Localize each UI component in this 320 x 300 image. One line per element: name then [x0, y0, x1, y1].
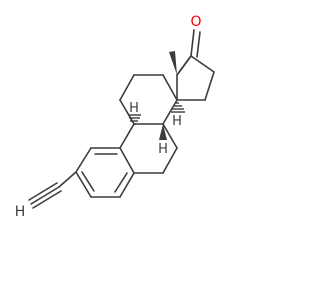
bond-ring-d-2 [204, 71, 215, 101]
ketone-oxygen-label: O [190, 14, 201, 30]
bond-ring-c-5 [162, 99, 178, 125]
bond-alkyne-3 [32, 190, 62, 209]
bond-ring-c-4 [162, 74, 178, 101]
hash-c9 [128, 114, 141, 125]
hash-c14 [171, 102, 185, 113]
bond-alkyne-2 [28, 182, 58, 201]
terminal-hydrogen-label: H [15, 204, 26, 220]
bond-ring-b-4 [162, 147, 178, 174]
bond-group [28, 29, 215, 209]
stereo-hydrogen-c14-label: H [172, 114, 182, 129]
methyl-wedge [169, 51, 177, 75]
bond-ring-a-double-3 [81, 171, 95, 192]
bond-ethynyl-link [58, 171, 77, 188]
bond-ring-a-6 [75, 147, 92, 173]
bond-ring-a-double-2 [114, 172, 128, 193]
bond-alkyne-1 [30, 186, 60, 205]
stereo-hydrogen-c9-label: H [129, 101, 139, 116]
bond-ring-a-5 [75, 171, 92, 198]
bond-ring-b-1 [119, 123, 135, 149]
molecule-structure-drawing: H O H H H [15, 14, 215, 220]
bond-ring-d-6 [176, 55, 192, 76]
bond-ring-c-1 [119, 99, 135, 125]
bond-ring-a-3 [119, 172, 135, 198]
bond-ring-a-2 [119, 147, 135, 174]
bond-ring-b-3 [162, 123, 178, 149]
bond-ring-c-2 [119, 74, 135, 101]
stereo-hydrogen-c8-label: H [158, 142, 168, 157]
bond-ring-d-3 [190, 55, 215, 73]
wedge-c8 [159, 124, 167, 140]
bond-ketone-2 [196, 31, 201, 58]
bond-ketone-1 [190, 29, 195, 57]
stereo-marks [128, 51, 185, 140]
